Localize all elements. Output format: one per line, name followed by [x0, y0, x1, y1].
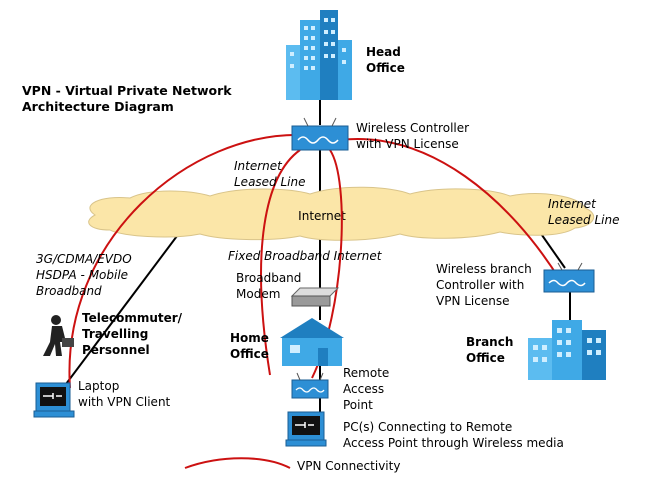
home-office-icon [280, 318, 344, 366]
branch-controller-icon [543, 262, 595, 293]
laptop-icon [33, 382, 75, 418]
link-internet-laptop [59, 231, 181, 393]
telecommuter-person-icon [43, 315, 74, 356]
head-office-building-icon [286, 10, 352, 100]
legend-label: VPN Connectivity [297, 459, 400, 473]
vpn-tunnel-branch [339, 138, 561, 281]
pc-icon [285, 411, 327, 447]
legend-line [184, 457, 291, 469]
vpn-tunnels [68, 133, 561, 469]
broadband-modem-icon [290, 287, 340, 307]
wireless-controller-icon [291, 117, 349, 151]
vpn-tunnel-pc [260, 149, 301, 376]
fixed-broadband-label: Fixed Broadband Internet [228, 249, 383, 263]
remote-access-point-icon [291, 372, 329, 399]
vpn-tunnel-laptop [68, 133, 306, 389]
branch-office-building-icon [528, 320, 606, 380]
cloud-label: Internet [298, 209, 346, 223]
